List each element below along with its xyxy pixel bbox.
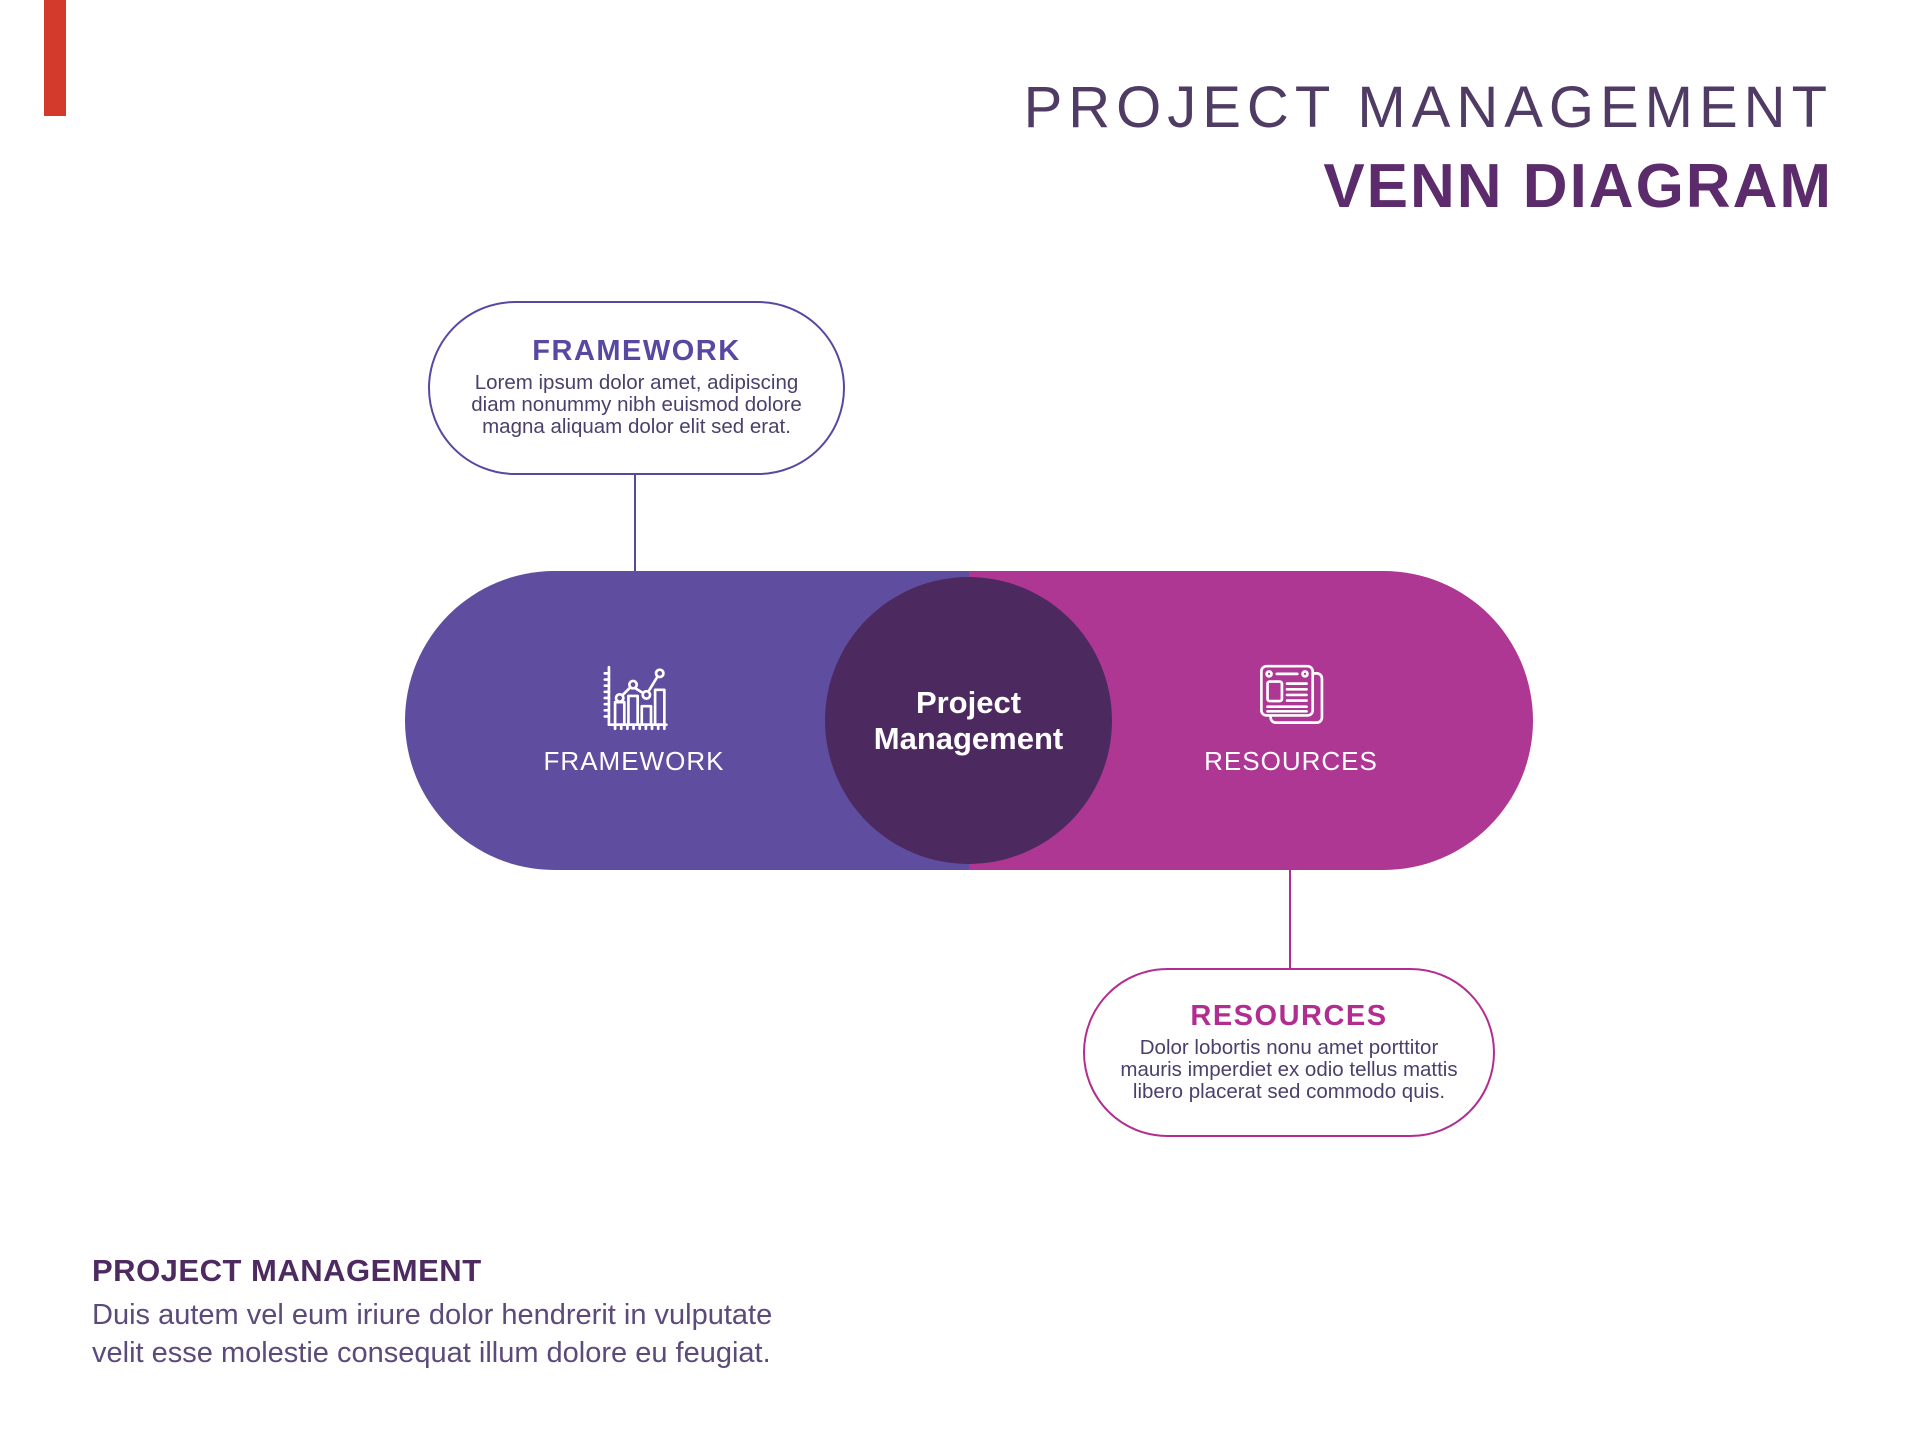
intersection-label: Project Management — [874, 685, 1063, 757]
resources-callout-title: RESOURCES — [1190, 1000, 1388, 1032]
framework-callout-title: FRAMEWORK — [532, 335, 741, 367]
resources-region-label: RESOURCES — [1204, 746, 1378, 776]
page-title-line2: VENN DIAGRAM — [1323, 152, 1833, 221]
framework-connector-line — [634, 475, 636, 572]
framework-callout: FRAMEWORK Lorem ipsum dolor amet, adipis… — [428, 301, 845, 475]
resources-callout-body-line3: libero placerat sed commodo quis. — [1132, 1080, 1446, 1103]
resources-callout-body: Dolor lobortis nonu amet porttitor mauri… — [1085, 1037, 1493, 1103]
accent-ribbon — [44, 0, 66, 116]
venn-diagram: FRAMEWORK Project Management RESOURCES — [405, 571, 1533, 870]
page-header: PROJECT MANAGEMENT VENN DIAGRAM — [1024, 76, 1833, 220]
footer-title: PROJECT MANAGEMENT — [92, 1253, 482, 1288]
framework-region-item: FRAMEWORK — [544, 659, 725, 776]
footer-body-line2: velit esse molestie consequat illum dolo… — [92, 1337, 771, 1369]
intersection-circle: Project Management — [825, 577, 1112, 864]
footer-body-line1: Duis autem vel eum iriure dolor hendreri… — [92, 1299, 773, 1331]
footer-body: Duis autem vel eum iriure dolor hendreri… — [92, 1296, 772, 1372]
framework-callout-body-line3: magna aliquam dolor elit sed erat. — [482, 415, 791, 438]
resources-callout: RESOURCES Dolor lobortis nonu amet portt… — [1083, 968, 1495, 1137]
framework-callout-body-line1: Lorem ipsum dolor amet, adipiscing — [474, 371, 799, 394]
resources-connector-line — [1289, 869, 1291, 969]
intersection-label-line1: Project — [915, 684, 1022, 720]
intersection-label-line2: Management — [873, 720, 1064, 756]
framework-callout-body: Lorem ipsum dolor amet, adipiscing diam … — [430, 372, 843, 438]
bar-chart-icon — [603, 665, 669, 731]
footer-block: PROJECT MANAGEMENT Duis autem vel eum ir… — [92, 1252, 772, 1372]
resources-callout-body-line2: mauris imperdiet ex odio tellus mattis — [1120, 1058, 1458, 1081]
resources-callout-body-line1: Dolor lobortis nonu amet porttitor — [1139, 1036, 1439, 1059]
resources-region-item: RESOURCES — [1204, 659, 1378, 776]
framework-callout-body-line2: diam nonummy nibh euismod dolore — [471, 393, 802, 416]
news-pages-icon — [1259, 664, 1324, 724]
framework-region-label: FRAMEWORK — [543, 746, 725, 776]
page-title-line1: PROJECT MANAGEMENT — [1023, 75, 1833, 140]
